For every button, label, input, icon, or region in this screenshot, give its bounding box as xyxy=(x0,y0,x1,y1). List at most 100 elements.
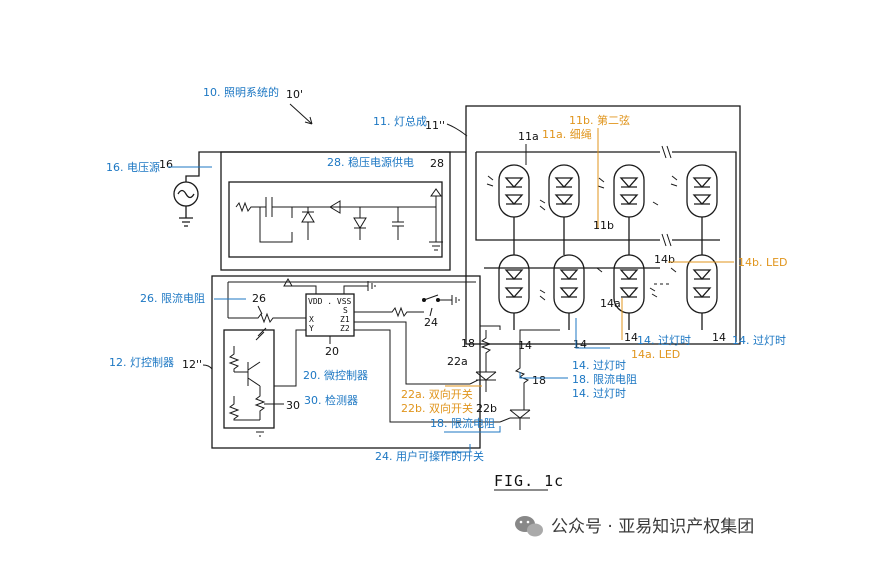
lamp-upper-3 xyxy=(613,164,645,218)
psu-zener xyxy=(353,207,367,240)
detector-box xyxy=(223,329,275,429)
ref-16: 16 xyxy=(159,158,173,171)
detector-ground xyxy=(254,427,266,437)
resistor-26 xyxy=(228,312,306,324)
power-supply-inner xyxy=(228,181,443,258)
lamp-lower-1 xyxy=(498,254,530,314)
psu-rc-network xyxy=(235,197,293,243)
callout-14b: 14b. LED xyxy=(738,256,788,269)
callout-14-far-right: 14. 过灯时 xyxy=(732,334,786,347)
ref-14-4: 14 xyxy=(573,338,587,351)
psu-ground xyxy=(429,240,443,251)
callout-14-mid-2: 14. 过灯时 xyxy=(572,387,626,400)
leader-14-mid xyxy=(575,318,610,349)
user-switch-24 xyxy=(354,294,460,318)
callout-14-right: 14. 过灯时 xyxy=(637,334,691,347)
power-supply-box xyxy=(220,151,451,271)
figure-caption: FIG. 1c xyxy=(494,472,564,490)
ref-14-2: 14 xyxy=(712,331,726,344)
ref-11b: 11b xyxy=(593,219,614,232)
lamp-controller-box xyxy=(211,275,481,449)
callout-26: 26. 限流电阻 xyxy=(140,291,205,305)
mcu-pin-x: X xyxy=(309,315,314,324)
ref-14b: 14b xyxy=(654,253,675,266)
switch-contact-1 xyxy=(422,298,426,302)
break-mark xyxy=(661,145,672,159)
ref-30: 30 xyxy=(286,399,300,412)
resistor-18-a xyxy=(480,330,492,372)
mcu-pin-s: S xyxy=(343,306,348,315)
lamp-lower-2 xyxy=(553,254,585,314)
mcu-pin-z2: Z2 xyxy=(340,324,350,333)
callout-11a: 11a. 细绳 xyxy=(542,127,592,141)
ref-14-1: 14 xyxy=(624,331,638,344)
break-mark-2 xyxy=(661,233,672,247)
z2-line xyxy=(354,329,500,423)
callout-22a: 22a. 双向开关 xyxy=(401,387,473,401)
ref-14a: 14a xyxy=(600,297,621,310)
mcu-vdd-vss: VDD . VSS xyxy=(308,297,352,306)
callout-22b: 22b. 双向开关 xyxy=(401,401,473,415)
ref-14-3: 14 xyxy=(518,339,532,352)
leader-18-bottom xyxy=(444,426,501,433)
psu-diode-1 xyxy=(301,207,315,240)
psu-cap xyxy=(392,207,404,240)
ref-26-leader xyxy=(257,305,263,315)
watermark-text: 公众号 · 亚易知识产权集团 xyxy=(551,517,754,537)
mcu-supply xyxy=(283,277,376,294)
ref-24-leader xyxy=(429,307,433,317)
detector-light-arrows xyxy=(255,327,267,341)
leader-18-mid xyxy=(519,372,568,379)
ref-22b: 22b xyxy=(476,402,497,415)
string-links xyxy=(513,217,703,255)
mid-bus xyxy=(475,152,660,241)
ref-20: 20 xyxy=(325,345,339,358)
ref-18-b: 18 xyxy=(532,374,546,387)
callout-14a: 14a. LED xyxy=(631,348,680,361)
callout-16: 16. 电压源 xyxy=(106,160,160,174)
source-top-lead xyxy=(185,151,221,182)
ref-24: 24 xyxy=(424,316,438,329)
ref-11a: 11a xyxy=(518,130,539,143)
lamp-upper-2 xyxy=(548,164,580,218)
switch-contact-2 xyxy=(436,298,440,302)
callout-30: 30. 检测器 xyxy=(304,393,358,407)
ac-sine-icon xyxy=(177,189,195,199)
wechat-icon xyxy=(515,516,543,537)
ref-10-arrow xyxy=(289,103,313,125)
callout-18-mid: 18. 限流电阻 xyxy=(572,372,637,386)
lamp-upper-1 xyxy=(498,164,530,218)
psu-output xyxy=(292,188,442,240)
ref-10: 10' xyxy=(286,88,303,101)
callout-10: 10. 照明系统的 xyxy=(203,85,279,99)
resistor-18-b xyxy=(514,340,530,410)
source-ground xyxy=(179,206,193,227)
ref-28: 28 xyxy=(430,157,444,170)
triac-22a xyxy=(469,371,497,392)
ref-18-a: 18 xyxy=(461,337,475,350)
ref-12: 12'' xyxy=(182,358,202,371)
lamp-upper-4 xyxy=(686,164,718,218)
mcu-pin-z1: Z1 xyxy=(340,315,350,324)
callout-24: 24. 用户可操作的开关 xyxy=(375,449,484,463)
triac-feed-lines xyxy=(479,282,560,340)
lamp-leads xyxy=(513,313,703,330)
mcu-pin-y: Y xyxy=(309,324,314,333)
callout-28: 28. 稳压电源供电 xyxy=(327,155,414,169)
detector-to-mcu xyxy=(274,329,306,387)
callout-20: 20. 微控制器 xyxy=(303,368,368,382)
callout-14-mid: 14. 过灯时 xyxy=(572,359,626,372)
detector-circuit xyxy=(228,346,266,421)
lamp-assembly-outline xyxy=(465,105,741,345)
light-rays xyxy=(486,175,678,301)
ref-11-leader xyxy=(446,123,468,137)
lamp-lower-4 xyxy=(686,254,718,314)
z1-line xyxy=(354,321,470,385)
callout-18-bottom: 18. 限流电阻 xyxy=(430,416,495,430)
callout-12: 12. 灯控制器 xyxy=(109,355,174,369)
ref-26: 26 xyxy=(252,292,266,305)
ref-12-leader xyxy=(202,364,213,370)
ref-22a: 22a xyxy=(447,355,468,368)
leader-24 xyxy=(434,444,471,453)
